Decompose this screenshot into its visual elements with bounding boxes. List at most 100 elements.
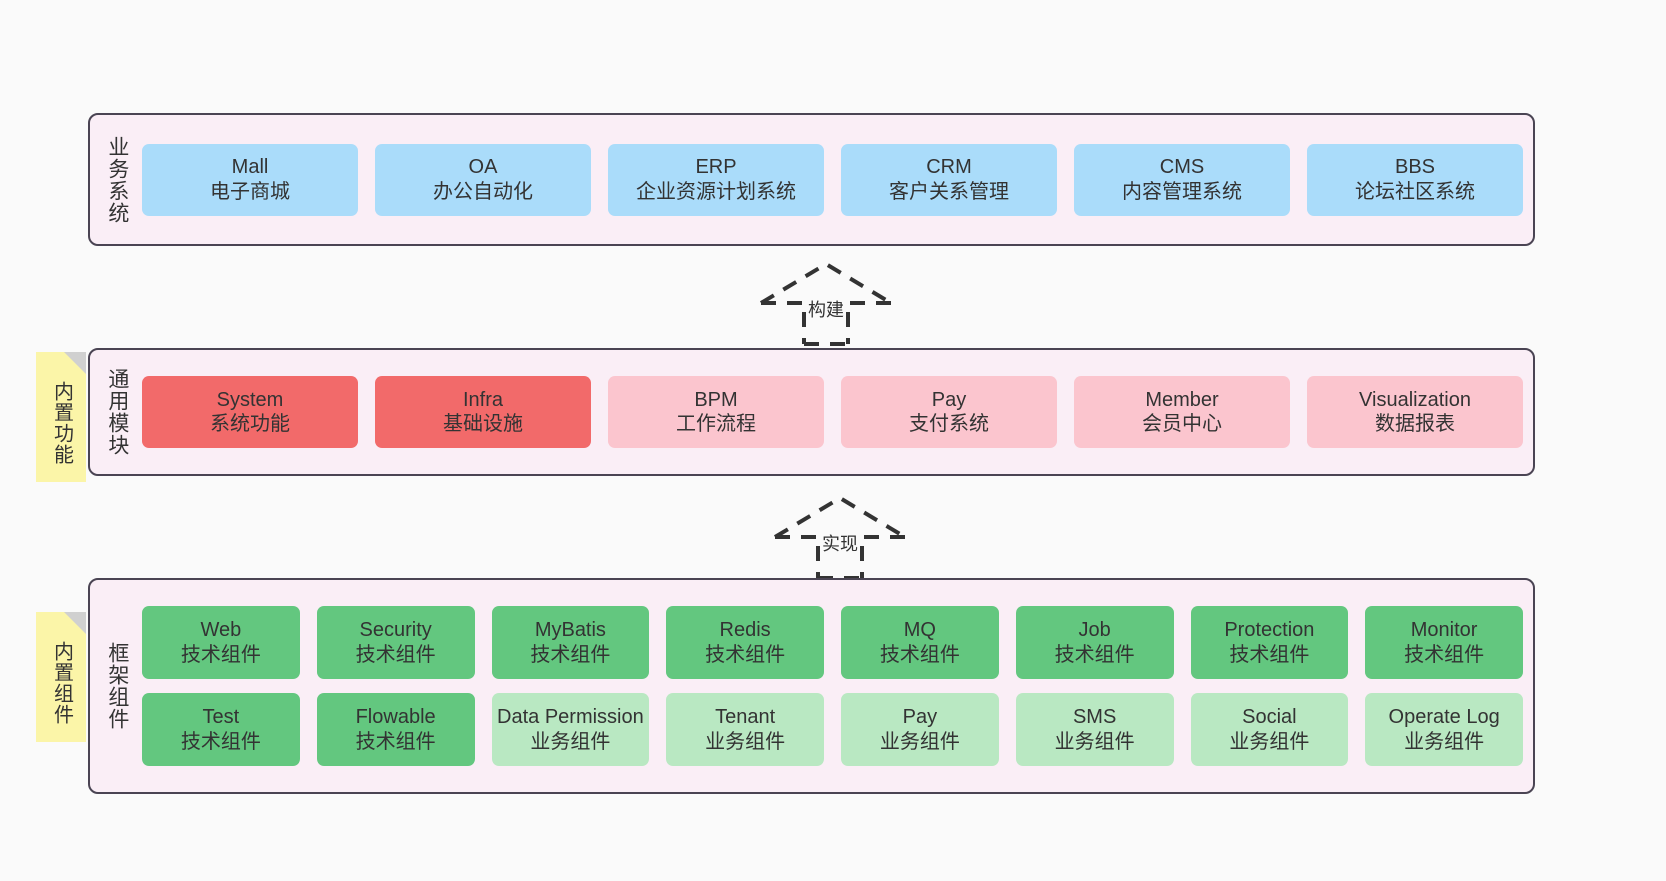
layer-body-business: Mall 电子商城 OA 办公自动化 ERP 企业资源计划系统 CRM 客户关系… [142, 123, 1523, 236]
node-label-cn: 技术组件 [180, 730, 261, 753]
node-label-en: CRM [926, 156, 972, 179]
node-tenant[interactable]: Tenant 业务组件 [666, 693, 824, 766]
layer-title-common: 通用模块 [105, 368, 129, 456]
node-label-cn: 论坛社区系统 [1355, 180, 1475, 203]
node-flowable[interactable]: Flowable 技术组件 [316, 693, 475, 766]
node-member[interactable]: Member 会员中心 [1074, 376, 1290, 448]
node-label-en: Pay [931, 388, 967, 411]
arrow-build: 构建 [751, 258, 901, 346]
node-label-en: MyBatis [534, 619, 606, 642]
node-label-en: Infra [462, 388, 504, 411]
node-label-en: Tenant [715, 706, 776, 729]
node-label-en: Data Permission [497, 706, 644, 729]
node-test[interactable]: Test 技术组件 [142, 693, 300, 766]
node-row: Mall 电子商城 OA 办公自动化 ERP 企业资源计划系统 CRM 客户关系… [142, 143, 1523, 216]
node-label-en: Redis [719, 619, 771, 642]
node-social[interactable]: Social 业务组件 [1190, 693, 1349, 766]
node-label-cn: 技术组件 [1404, 643, 1485, 666]
node-mq[interactable]: MQ 技术组件 [841, 606, 999, 679]
node-label-cn: 业务组件 [879, 730, 960, 753]
node-label-cn: 基础设施 [443, 413, 523, 435]
node-pay-module[interactable]: Pay 支付系统 [841, 376, 1057, 448]
node-label-en: BBS [1394, 156, 1436, 179]
node-erp[interactable]: ERP 企业资源计划系统 [608, 143, 824, 216]
node-label-cn: 企业资源计划系统 [636, 180, 796, 203]
node-label-en: CMS [1159, 156, 1205, 179]
node-data-permission[interactable]: Data Permission 业务组件 [491, 693, 650, 766]
node-label-cn: 技术组件 [355, 730, 436, 753]
node-label-cn: 系统功能 [210, 413, 290, 435]
node-label-en: Test [202, 706, 240, 729]
layer-body-framework: Web 技术组件 Security 技术组件 MyBatis 技术组件 Redi… [142, 588, 1523, 784]
folded-corner-icon [64, 352, 86, 374]
node-label-cn: 支付系统 [909, 413, 989, 435]
node-crm[interactable]: CRM 客户关系管理 [841, 143, 1057, 216]
node-label-cn: 技术组件 [180, 643, 261, 666]
arrow-build-icon [759, 261, 893, 346]
node-label-cn: 技术组件 [355, 643, 436, 666]
node-label-en: Mall [231, 156, 269, 179]
node-label-en: OA [468, 156, 498, 179]
node-mall[interactable]: Mall 电子商城 [142, 143, 358, 216]
node-infra[interactable]: Infra 基础设施 [375, 376, 591, 448]
node-visualization[interactable]: Visualization 数据报表 [1307, 376, 1523, 448]
layer-business-systems: 业务系统 Mall 电子商城 OA 办公自动化 ERP 企业资源计划系统 CRM… [88, 113, 1535, 246]
folded-corner-icon [64, 612, 86, 634]
node-label-cn: 内容管理系统 [1122, 180, 1242, 203]
node-oa[interactable]: OA 办公自动化 [375, 143, 591, 216]
arrow-realize-icon [773, 495, 907, 580]
node-label-en: SMS [1072, 706, 1117, 729]
node-operate-log[interactable]: Operate Log 业务组件 [1365, 693, 1523, 766]
node-label-en: Operate Log [1388, 706, 1500, 729]
arrow-realize: 实现 [765, 492, 915, 580]
node-bpm[interactable]: BPM 工作流程 [608, 376, 824, 448]
node-redis[interactable]: Redis 技术组件 [666, 606, 824, 679]
node-security[interactable]: Security 技术组件 [316, 606, 475, 679]
node-label-en: MQ [903, 619, 936, 642]
node-label-en: Protection [1224, 619, 1315, 642]
node-label-cn: 办公自动化 [433, 180, 533, 203]
node-label-en: Flowable [355, 706, 436, 729]
node-label-cn: 技术组件 [530, 643, 611, 666]
node-label-en: ERP [695, 156, 737, 179]
node-label-en: Job [1078, 619, 1111, 642]
node-label-en: Monitor [1410, 619, 1478, 642]
node-label-cn: 业务组件 [1404, 730, 1485, 753]
node-label-cn: 技术组件 [879, 643, 960, 666]
node-label-en: Social [1242, 706, 1297, 729]
node-label-cn: 技术组件 [705, 643, 786, 666]
node-label-cn: 业务组件 [1229, 730, 1310, 753]
layer-title-framework: 框架组件 [105, 642, 129, 730]
node-label-en: System [216, 388, 284, 411]
node-label-cn: 技术组件 [1229, 643, 1310, 666]
node-web[interactable]: Web 技术组件 [142, 606, 300, 679]
node-bbs[interactable]: BBS 论坛社区系统 [1307, 143, 1523, 216]
node-monitor[interactable]: Monitor 技术组件 [1365, 606, 1523, 679]
layer-common-modules: 通用模块 System 系统功能 Infra 基础设施 BPM 工作流程 Pay… [88, 348, 1535, 476]
node-sms[interactable]: SMS 业务组件 [1015, 693, 1174, 766]
layer-title-business: 业务系统 [105, 135, 129, 224]
node-row: Test 技术组件 Flowable 技术组件 Data Permission … [142, 693, 1523, 766]
node-pay-component[interactable]: Pay 业务组件 [841, 693, 999, 766]
node-label-en: Visualization [1359, 388, 1471, 411]
node-label-en: Member [1145, 388, 1219, 411]
node-label-cn: 工作流程 [676, 413, 756, 435]
node-protection[interactable]: Protection 技术组件 [1190, 606, 1349, 679]
node-row: Web 技术组件 Security 技术组件 MyBatis 技术组件 Redi… [142, 606, 1523, 679]
node-system[interactable]: System 系统功能 [142, 376, 358, 448]
node-label-cn: 电子商城 [210, 180, 290, 203]
node-label-en: Web [200, 619, 242, 642]
node-job[interactable]: Job 技术组件 [1015, 606, 1174, 679]
sticky-note-builtin-components: 内置组件 [36, 612, 86, 742]
layer-body-common: System 系统功能 Infra 基础设施 BPM 工作流程 Pay 支付系统… [142, 358, 1523, 466]
node-label-cn: 客户关系管理 [889, 180, 1009, 203]
node-mybatis[interactable]: MyBatis 技术组件 [491, 606, 650, 679]
node-label-cn: 业务组件 [1054, 730, 1135, 753]
node-label-cn: 业务组件 [530, 730, 611, 753]
node-label-cn: 数据报表 [1375, 413, 1455, 435]
sticky-note-label: 内置功能 [50, 381, 73, 465]
node-cms[interactable]: CMS 内容管理系统 [1074, 143, 1290, 216]
node-row: System 系统功能 Infra 基础设施 BPM 工作流程 Pay 支付系统… [142, 376, 1523, 448]
sticky-note-label: 内置组件 [50, 641, 73, 725]
